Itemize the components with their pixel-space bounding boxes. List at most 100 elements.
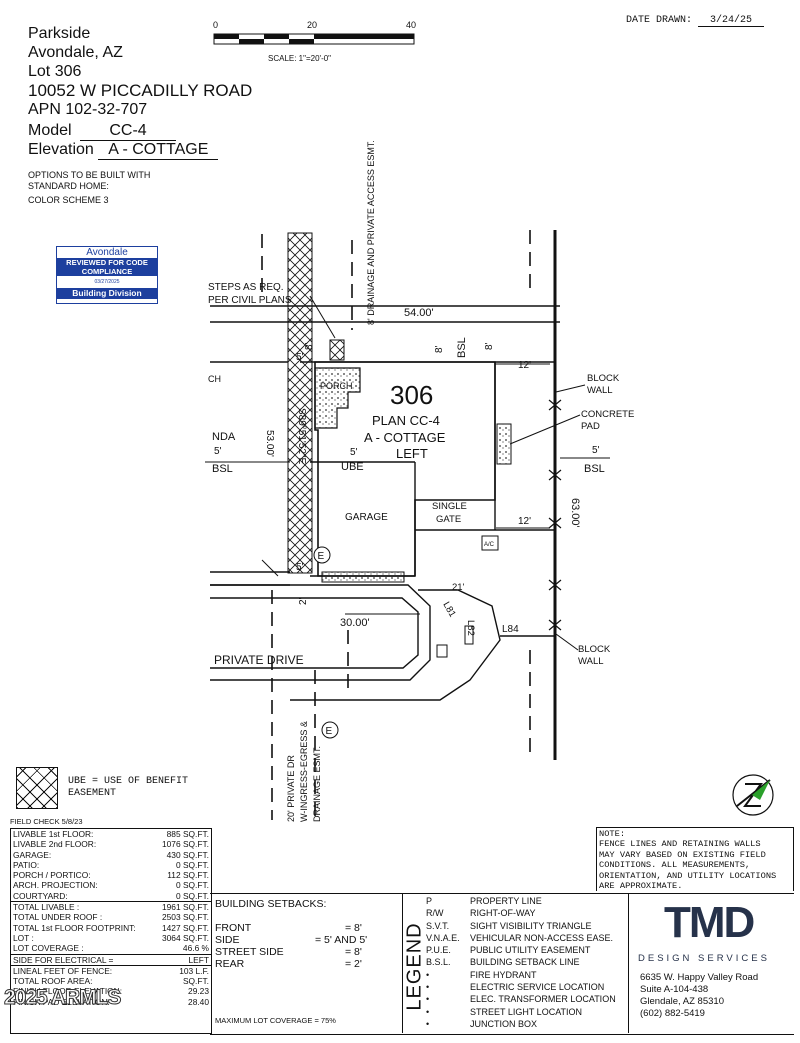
stats-row: TOTAL ROOF AREA:SQ.FT. bbox=[11, 976, 211, 986]
easement-dashed-lines bbox=[261, 230, 531, 820]
stats-label: FINISH FLOOR ELEVATION: bbox=[13, 986, 123, 997]
stats-row: LIVABLE 2nd FLOOR: 1076 SQ.FT. bbox=[11, 839, 211, 849]
legend-text: PUBLIC UTILITY EASEMENT bbox=[470, 945, 591, 956]
setback-side-label: SIDE bbox=[215, 934, 240, 946]
stats-row: PORCH / PORTICO:112 SQ.FT. bbox=[11, 870, 211, 880]
stats-value: 1076 SQ.FT. bbox=[161, 839, 209, 850]
nda-label: NDA bbox=[212, 431, 236, 443]
private-drive-outline bbox=[210, 584, 555, 701]
ube-hatch-strip bbox=[287, 232, 313, 574]
dim-12-bot: 12' bbox=[518, 516, 531, 527]
stats-value: 28.40 bbox=[188, 996, 209, 1007]
private-esmt-2: W-INGRESS-EGRESS & bbox=[299, 721, 309, 822]
stats-value: 3064 SQ.FT. bbox=[161, 932, 209, 943]
stamp-date: 03/27/2025 bbox=[94, 279, 120, 285]
porch-area bbox=[314, 367, 361, 429]
legend-symbol: • bbox=[426, 994, 430, 1005]
company-tagline: DESIGN SERVICES bbox=[638, 953, 770, 964]
company-address: 6635 W. Happy Valley Road Suite A-104-43… bbox=[640, 972, 758, 1020]
legend-item: V.N.A.E.VEHICULAR NON-ACCESS EASE. bbox=[426, 932, 616, 944]
legend-symbol: P bbox=[426, 896, 433, 906]
dimension-lines bbox=[205, 321, 610, 615]
stats-value: 1427 SQ.FT. bbox=[161, 922, 209, 933]
concrete-pad bbox=[496, 423, 512, 465]
stamp-city: Avondale bbox=[86, 247, 128, 258]
legend-item: •JUNCTION BOX bbox=[426, 1018, 616, 1030]
stats-label: TOTAL UNDER ROOF : bbox=[13, 912, 103, 923]
note-line4: ORIENTATION, AND UTILITY LOCATIONS bbox=[599, 870, 777, 881]
date-drawn: 3/24/25 bbox=[698, 15, 765, 27]
dim-2: 2' bbox=[298, 597, 309, 605]
stamp-division: Building Division bbox=[57, 288, 157, 299]
steps-symbol bbox=[329, 339, 345, 361]
stats-value: 103 L.F. bbox=[179, 965, 209, 976]
stats-label: GARAGE: bbox=[13, 849, 52, 860]
scale-tick-40: 40 bbox=[406, 20, 417, 30]
stats-label: LOT : bbox=[13, 932, 34, 943]
company-addr2: Suite A-104-438 bbox=[640, 984, 709, 995]
stats-row: PATIO:0 SQ.FT. bbox=[11, 860, 211, 870]
legend-symbol: V.N.A.E. bbox=[426, 932, 460, 943]
stats-value: 112 SQ.FT. bbox=[167, 870, 209, 881]
stats-value: 0 SQ.FT. bbox=[175, 890, 209, 901]
apn: APN 102-32-707 bbox=[28, 101, 148, 118]
legend-text: JUNCTION BOX bbox=[470, 1018, 538, 1029]
block-wall-bot-1: BLOCK bbox=[578, 644, 611, 655]
legend-text: ELEC. TRANSFORMER LOCATION bbox=[470, 994, 616, 1005]
scale-label: SCALE: 1"=20'-0" bbox=[268, 54, 332, 63]
stats-row: LOT COVERAGE :46.6 % bbox=[11, 943, 211, 955]
dim-12-top: 12' bbox=[518, 360, 531, 371]
legend-item: •STREET LIGHT LOCATION bbox=[426, 1006, 616, 1018]
stats-row: LOT : 3064 SQ.FT. bbox=[11, 933, 211, 943]
stats-table: LIVABLE 1st FLOOR:885 SQ.FT.LIVABLE 2nd … bbox=[10, 828, 212, 1034]
stats-label: LOT COVERAGE : bbox=[13, 943, 84, 954]
stats-value: 0 SQ.FT. bbox=[175, 859, 209, 870]
legend-item: • ELEC. TRANSFORMER LOCATION bbox=[426, 993, 616, 1005]
setback-street-value: = 8' bbox=[345, 946, 362, 958]
electric-e: E bbox=[318, 551, 325, 562]
max-lot-coverage: MAXIMUM LOT COVERAGE = 75% bbox=[215, 1016, 336, 1025]
stats-label: FINISH PAD ELEVATION: bbox=[13, 996, 110, 1007]
note-line2: MAY VARY BASED ON EXISTING FIELD bbox=[599, 849, 766, 860]
model-value: CC-4 bbox=[80, 121, 177, 141]
stats-value: 0 SQ.FT. bbox=[175, 880, 209, 891]
ac-label: A/C bbox=[484, 542, 495, 548]
stats-row: TOTAL UNDER ROOF :2503 SQ.FT. bbox=[11, 912, 211, 922]
title-block bbox=[210, 893, 794, 1035]
dim-5-ube: 5' bbox=[350, 447, 358, 458]
dim-30: 30.00' bbox=[340, 617, 370, 629]
stats-row: COURTYARD:0 SQ.FT. bbox=[11, 890, 211, 903]
legend-symbol: • bbox=[426, 969, 430, 980]
driveway-apron bbox=[321, 571, 405, 583]
legend-title: LEGEND bbox=[403, 921, 426, 1011]
l84-label: L84 bbox=[502, 624, 519, 635]
steps-line2: PER CIVIL PLANS bbox=[208, 295, 292, 306]
setback-rear-label: REAR bbox=[215, 958, 245, 970]
note-label: NOTE: bbox=[599, 829, 626, 839]
svg-text:E: E bbox=[326, 726, 333, 737]
lot-number: Lot 306 bbox=[28, 63, 82, 80]
ube-legend-2: EASEMENT bbox=[68, 788, 117, 799]
stats-label: LIVABLE 1st FLOOR: bbox=[13, 829, 94, 839]
setback-front-value: = 8' bbox=[345, 922, 362, 934]
legend-text: SIGHT VISIBILITY TRIANGLE bbox=[470, 920, 592, 931]
watermark: 2025 ARMLS bbox=[3, 986, 121, 1010]
private-esmt-1: 20' PRIVATE DR bbox=[286, 755, 296, 822]
stats-label: SIDE FOR ELECTRICAL = bbox=[13, 954, 114, 965]
review-stamp: Avondale REVIEWED FOR CODE COMPLIANCE 03… bbox=[56, 246, 158, 304]
setbacks-title: BUILDING SETBACKS: bbox=[215, 898, 327, 910]
plan-model: PLAN CC-4 bbox=[372, 413, 440, 428]
stats-row: TOTAL LIVABLE :1961 SQ.FT. bbox=[11, 902, 211, 912]
porch-label: PORCH bbox=[320, 381, 353, 391]
stamp-compliance: COMPLIANCE bbox=[57, 267, 157, 276]
scale-tick-20: 20 bbox=[307, 20, 318, 30]
dim-8-front: 8' bbox=[304, 342, 315, 350]
legend-symbol: • bbox=[426, 1006, 430, 1017]
company-addr1: 6635 W. Happy Valley Road bbox=[640, 972, 759, 983]
setback-side-value: = 5' AND 5' bbox=[315, 934, 368, 946]
stats-label: LIVABLE 2nd FLOOR: bbox=[13, 839, 97, 850]
legend-symbol: B.S.L. bbox=[426, 957, 451, 968]
note-box: NOTE: FENCE LINES AND RETAINING WALLS MA… bbox=[596, 827, 794, 891]
dim-5-front: 5' bbox=[296, 352, 304, 363]
stats-value: 29.23 bbox=[188, 986, 209, 997]
